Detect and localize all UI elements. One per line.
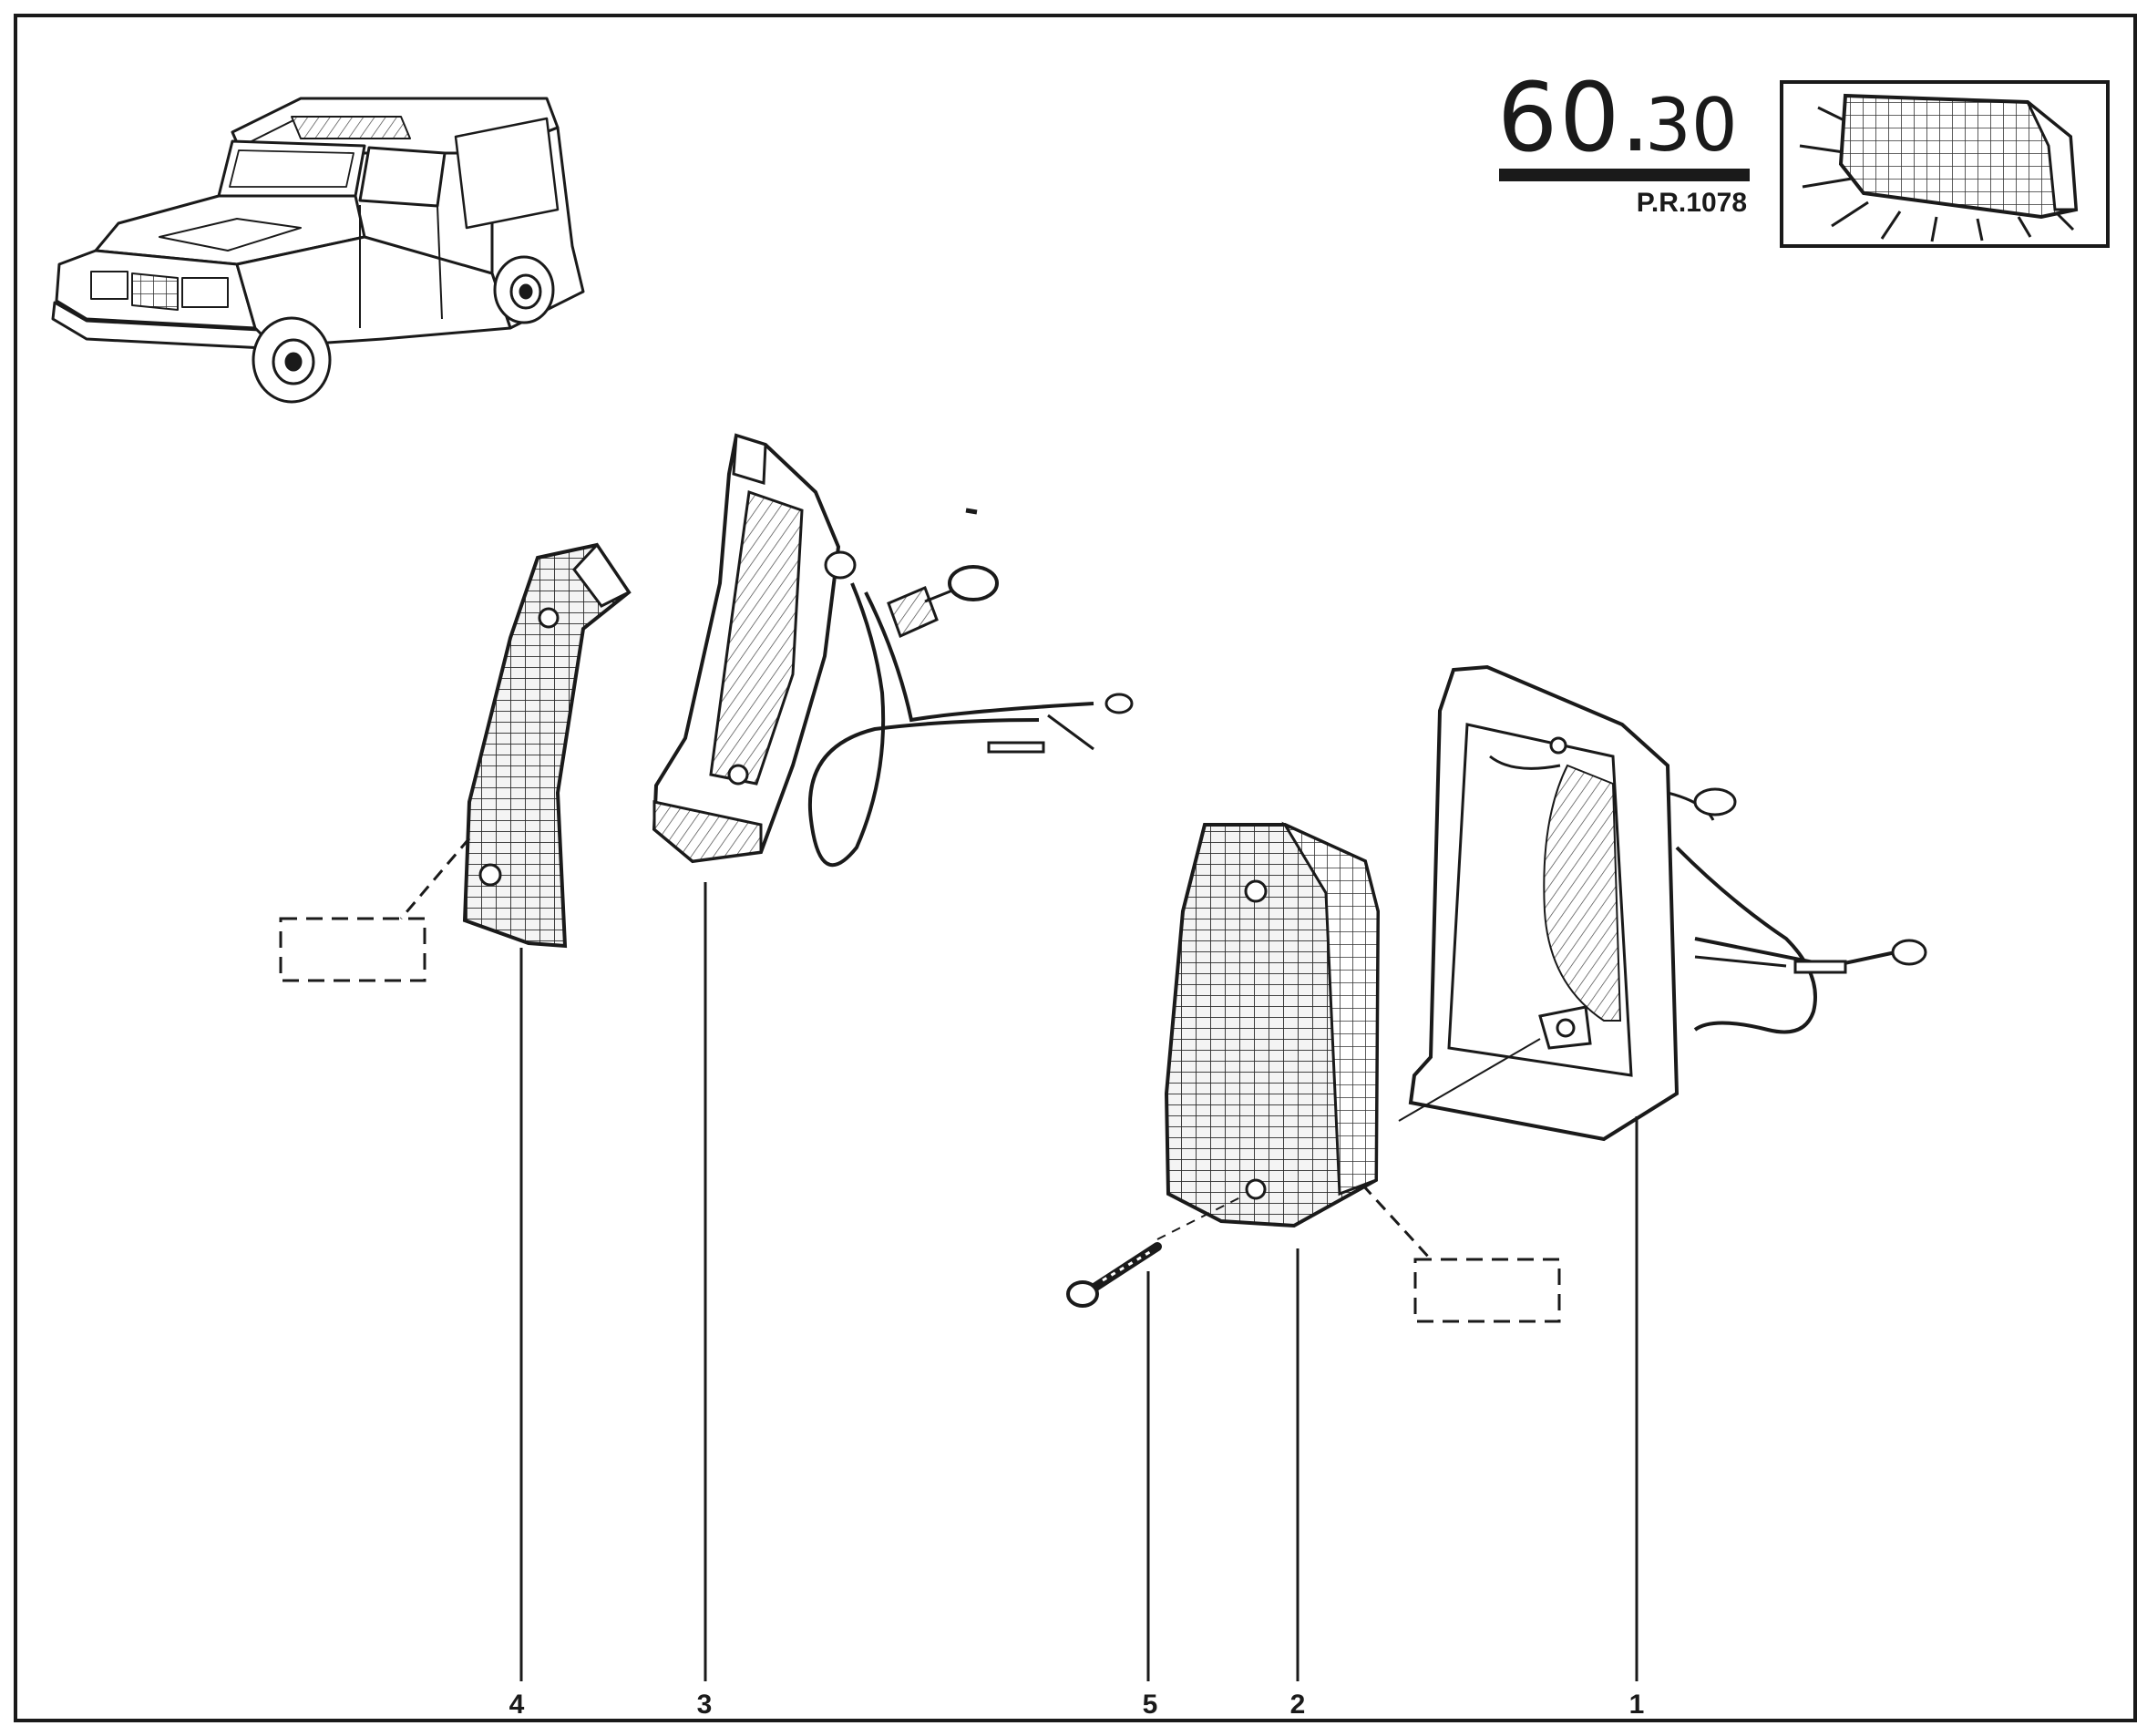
callout-numbers: 4 3 5 2 1: [509, 1690, 1645, 1720]
section-minor-number: 30: [1645, 83, 1738, 168]
callout-2: 2: [1290, 1690, 1306, 1720]
section-dot: .: [1620, 62, 1652, 173]
pr-code: P.R.1078: [1637, 188, 1747, 218]
side-lamp-icon: [1780, 80, 2110, 248]
part-4-lens: [462, 542, 632, 949]
section-header: 60 . 30 P.R.1078: [1497, 62, 1750, 218]
callout-4: 4: [509, 1690, 525, 1720]
callout-3: 3: [697, 1690, 713, 1720]
leader-lines: [519, 882, 1638, 1681]
part-2-label-placeholder: [1361, 1183, 1561, 1323]
part-1-lamp-body: [1398, 664, 1927, 1142]
part-3-lamp-housing: [652, 433, 1134, 868]
vehicle-illustration-icon: [51, 97, 585, 404]
section-underline: [1499, 169, 1750, 181]
part-4-label-placeholder: [279, 837, 471, 982]
callout-1: 1: [1629, 1690, 1645, 1720]
callout-5: 5: [1143, 1690, 1158, 1720]
diagram-frame: [14, 14, 2137, 1722]
part-5-screw: [1066, 1195, 1245, 1308]
section-major-number: 60: [1497, 62, 1621, 173]
part-2-lens: [1164, 821, 1381, 1228]
